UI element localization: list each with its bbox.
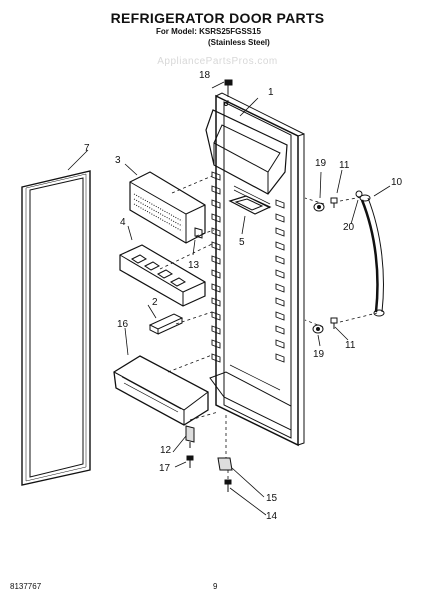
hinge-screw [224, 479, 232, 492]
callout-7: 7 [84, 143, 90, 154]
door-bin [113, 355, 209, 426]
callout-15: 15 [266, 493, 278, 504]
handle-plug [355, 190, 363, 198]
callout-17: 17 [159, 463, 171, 474]
callout-12: 12 [160, 445, 172, 456]
model-line: For Model: KSRS25FGSS15 [156, 27, 261, 36]
door-gasket [21, 170, 91, 486]
callout-19-bottom: 19 [313, 349, 325, 360]
page-title: REFRIGERATOR DOOR PARTS [110, 10, 325, 26]
door-panel [205, 92, 305, 447]
dairy-hinge [194, 227, 203, 239]
page-number: 9 [213, 582, 218, 591]
callout-4: 4 [120, 217, 126, 228]
door-handle [359, 194, 385, 317]
bottom-screw [186, 455, 194, 468]
callout-3: 3 [115, 155, 121, 166]
callout-5: 5 [239, 237, 245, 248]
small-shelf [228, 195, 272, 215]
bottom-hinge [185, 425, 195, 448]
callout-14: 14 [266, 511, 278, 522]
closure-cam [217, 457, 233, 471]
finish-line: (Stainless Steel) [208, 38, 270, 47]
leader-lines [67, 81, 391, 516]
callout-18: 18 [199, 70, 211, 81]
callout-2: 2 [152, 297, 158, 308]
dairy-door [129, 171, 206, 244]
callout-20: 20 [343, 222, 355, 233]
callout-11-top: 11 [339, 160, 350, 171]
callout-16: 16 [117, 319, 129, 330]
callout-1: 1 [268, 87, 274, 98]
alignment-lines [159, 94, 378, 480]
handle-spacer-bottom [312, 324, 324, 334]
callout-10: 10 [391, 177, 403, 188]
handle-screw-bottom [330, 317, 338, 329]
callout-11-bottom: 11 [345, 340, 356, 351]
callout-19-top: 19 [315, 158, 327, 169]
shelf-bracket [148, 313, 184, 335]
handle-spacer-top [313, 202, 325, 212]
doc-number: 8137767 [10, 582, 42, 591]
top-screw [224, 79, 233, 94]
callout-13: 13 [188, 260, 200, 271]
handle-screw-top [330, 197, 338, 208]
watermark: AppliancePartsPros.com [157, 56, 278, 67]
egg-tray [119, 244, 206, 307]
